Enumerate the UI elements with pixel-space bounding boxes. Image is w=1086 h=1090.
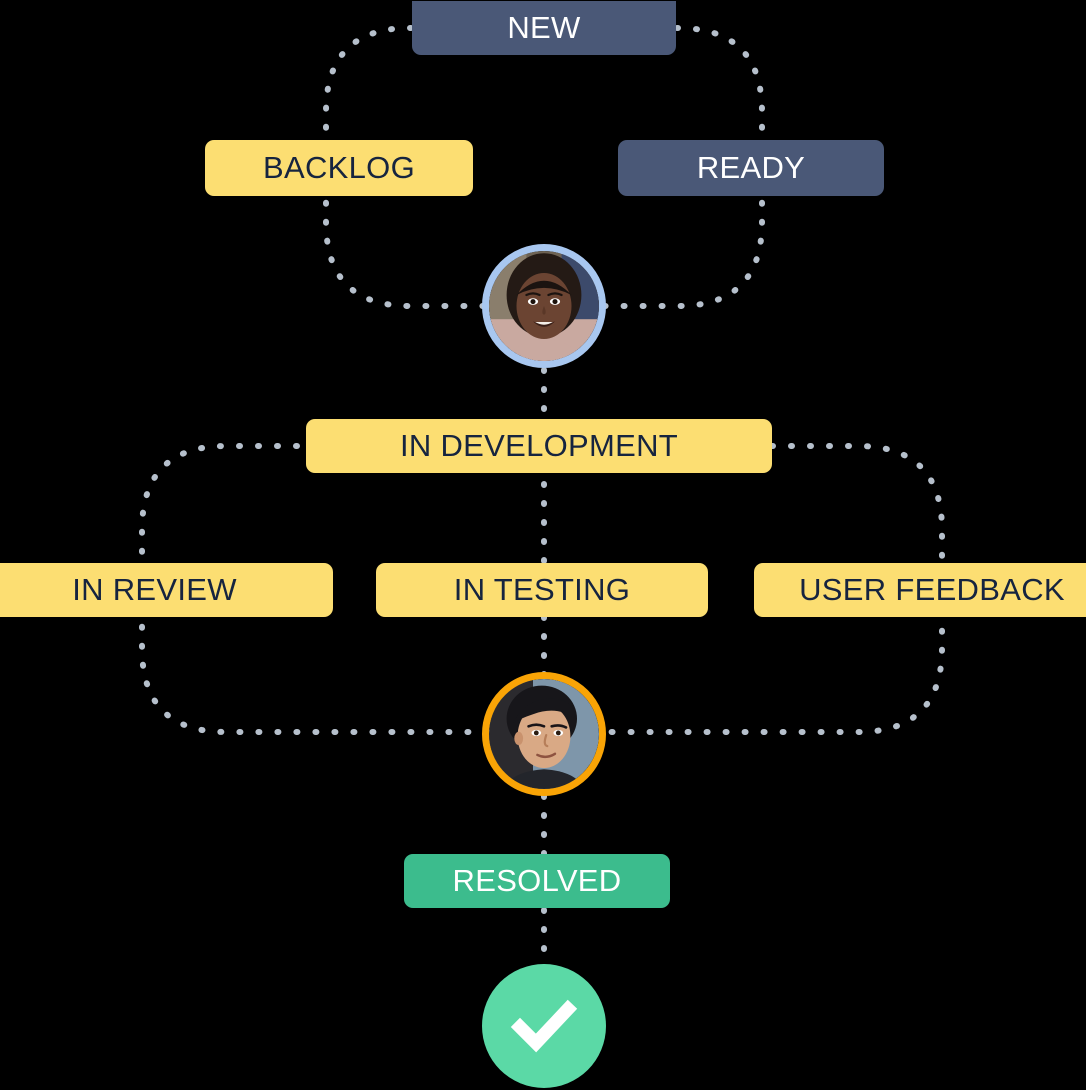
- status-badge-in-testing[interactable]: IN TESTING: [376, 563, 708, 617]
- status-badge-in-development-label: IN DEVELOPMENT: [399, 428, 679, 463]
- status-badge-ready[interactable]: READY: [618, 140, 884, 196]
- status-badge-in-testing-label: IN TESTING: [453, 572, 631, 607]
- status-badge-new-label: NEW: [507, 10, 581, 45]
- status-badge-ready-label: READY: [696, 150, 806, 185]
- avatar-assignee-bottom[interactable]: [482, 672, 606, 796]
- status-badge-in-review[interactable]: IN REVIEW: [0, 563, 333, 617]
- resolved-check-circle[interactable]: [482, 964, 606, 1088]
- user-avatar-woman-icon: [489, 251, 599, 361]
- status-badge-new[interactable]: NEW: [412, 1, 676, 55]
- status-badge-resolved-label: RESOLVED: [452, 863, 622, 898]
- status-badge-in-development[interactable]: IN DEVELOPMENT: [306, 419, 772, 473]
- status-badge-backlog[interactable]: BACKLOG: [205, 140, 473, 196]
- status-badge-backlog-label: BACKLOG: [263, 150, 415, 185]
- status-badge-in-review-label: IN REVIEW: [72, 572, 237, 607]
- avatar-assignee-top[interactable]: [482, 244, 606, 368]
- check-circle-icon: [510, 999, 578, 1053]
- status-badge-user-feedback-label: USER FEEDBACK: [799, 572, 1065, 607]
- user-avatar-man-icon: [489, 679, 599, 789]
- status-badge-resolved[interactable]: RESOLVED: [404, 854, 670, 908]
- status-badge-user-feedback[interactable]: USER FEEDBACK: [754, 563, 1086, 617]
